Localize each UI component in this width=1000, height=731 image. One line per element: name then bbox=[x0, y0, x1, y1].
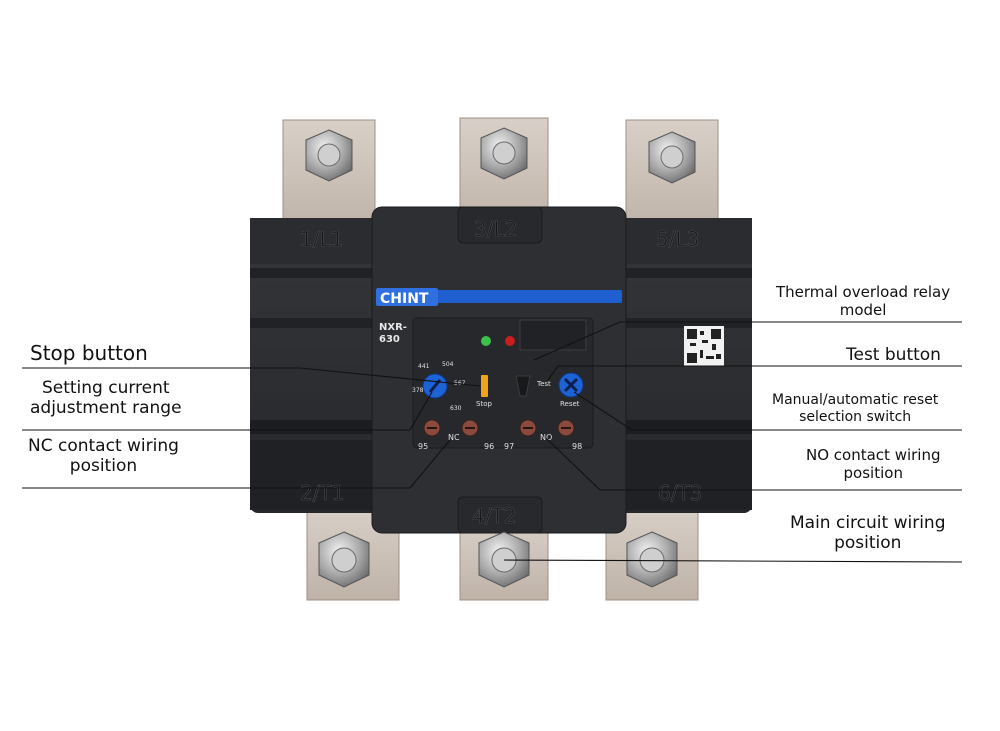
callout-thermal-model-line2: model bbox=[839, 301, 887, 319]
test-slot bbox=[515, 375, 531, 397]
status-led-red bbox=[505, 336, 515, 346]
bottom-bolts bbox=[318, 531, 678, 588]
terminal-label-t3: 6/T3 bbox=[658, 481, 702, 505]
top-bolts bbox=[305, 127, 696, 184]
no-label: NO bbox=[540, 433, 552, 442]
callout-setting-current-line1: Setting current bbox=[41, 378, 170, 398]
bolt-icon bbox=[331, 547, 357, 573]
callout-reset-switch: Manual/automatic reset selection switch bbox=[772, 392, 938, 426]
model-window bbox=[519, 319, 587, 351]
terminal-label-t1: 2/T1 bbox=[300, 481, 344, 505]
stop-label: Stop bbox=[476, 400, 492, 408]
terminal-label-l1: 1/L1 bbox=[300, 227, 343, 251]
callout-no-contact-line1: NO contact wiring bbox=[806, 446, 941, 464]
leader-no-contact bbox=[545, 437, 962, 491]
leader-main-circuit bbox=[503, 559, 963, 563]
leader-nc-contact bbox=[22, 439, 451, 489]
bolt-icon bbox=[639, 547, 665, 573]
bolt-icon bbox=[660, 145, 684, 169]
housing-stripe-5 bbox=[250, 420, 378, 434]
callout-nc-contact-line2: position bbox=[69, 456, 138, 477]
callout-reset-switch-line1: Manual/automatic reset bbox=[772, 392, 939, 408]
terminal-tab-top bbox=[457, 206, 543, 244]
callout-main-circuit: Main circuit wiring position bbox=[790, 513, 946, 554]
leader-thermal-model bbox=[533, 321, 962, 361]
callout-no-contact: NO contact wiring position bbox=[806, 446, 941, 482]
terminal-label-l3: 5/L3 bbox=[656, 227, 699, 251]
brand-logo-box bbox=[376, 288, 438, 306]
terminal-labels: 1/L1 3/L2 5/L3 2/T1 4/T2 6/T3 bbox=[300, 217, 703, 529]
callout-setting-current-line2: adjustment range bbox=[30, 398, 182, 419]
nc-label: NC bbox=[448, 433, 460, 442]
callout-reset-switch-line2: selection switch bbox=[799, 408, 912, 425]
dial-mark-378: 378 bbox=[412, 387, 424, 394]
reset-knob-slot-b bbox=[563, 377, 579, 393]
dial-mark-441: 441 bbox=[418, 363, 430, 370]
dial-mark-630: 630 bbox=[450, 405, 462, 412]
bolt-icon bbox=[317, 143, 341, 167]
contact-95: 95 bbox=[418, 442, 428, 451]
callout-thermal-model: Thermal overload relay model bbox=[776, 283, 950, 319]
terminal-label-t2: 4/T2 bbox=[472, 504, 516, 528]
callout-nc-contact: NC contact wiring position bbox=[28, 436, 179, 477]
housing-stripe-1 bbox=[250, 268, 378, 278]
leader-setting-current bbox=[22, 391, 433, 431]
model-line-1: NXR- bbox=[379, 322, 407, 333]
model-line-2: 630 bbox=[379, 334, 400, 345]
brand-logo: CHINT bbox=[380, 291, 429, 307]
aux-contacts: 95 NC 96 97 NO 98 bbox=[418, 419, 582, 451]
housing-stripe-3 bbox=[250, 318, 378, 328]
test-label: Test bbox=[536, 380, 551, 388]
qr-code-icon bbox=[684, 326, 724, 366]
housing-stripe-6 bbox=[624, 420, 752, 434]
bolt-icon bbox=[492, 141, 516, 165]
housing-stripe-2 bbox=[624, 268, 752, 278]
callout-thermal-model-line1: Thermal overload relay bbox=[776, 283, 951, 301]
brand-stripe bbox=[380, 290, 622, 303]
brand-bar: CHINT NXR- 630 bbox=[376, 288, 622, 345]
leader-stop-button bbox=[22, 367, 481, 387]
callout-main-circuit-line2: position bbox=[834, 533, 902, 554]
leader-reset-switch bbox=[573, 391, 962, 431]
callout-main-circuit-line1: Main circuit wiring bbox=[790, 513, 946, 533]
terminal-label-l2: 3/L2 bbox=[474, 217, 517, 241]
callout-no-contact-line2: position bbox=[843, 464, 903, 482]
callout-setting-current: Setting current adjustment range bbox=[30, 378, 182, 419]
dial-mark-504: 504 bbox=[442, 361, 454, 368]
callout-stop-button: Stop button bbox=[30, 341, 148, 365]
reset-label: Reset bbox=[560, 400, 580, 408]
contact-96: 96 bbox=[484, 442, 494, 451]
callout-nc-contact-line1: NC contact wiring bbox=[28, 436, 179, 456]
leader-lines bbox=[22, 321, 963, 563]
contact-97: 97 bbox=[504, 442, 514, 451]
housing-stripe-4 bbox=[624, 318, 752, 328]
contact-98: 98 bbox=[572, 442, 582, 451]
stop-button[interactable] bbox=[481, 375, 488, 397]
status-led-green bbox=[481, 336, 491, 346]
terminal-tab-bottom bbox=[457, 496, 543, 534]
leader-test-button bbox=[547, 365, 962, 381]
callout-test-button: Test button bbox=[846, 345, 941, 365]
